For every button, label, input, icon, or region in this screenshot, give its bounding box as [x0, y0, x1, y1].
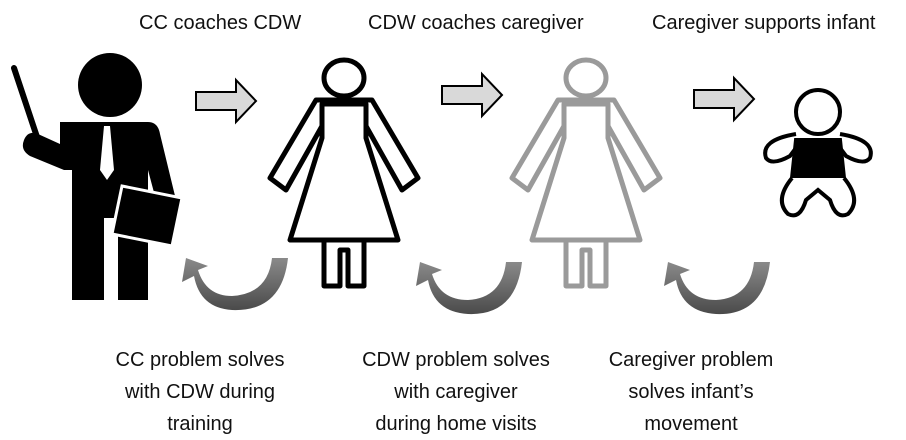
woman-outline-icon	[267, 57, 421, 289]
curved-return-arrow-icon	[182, 258, 288, 311]
feedback-line: with caregiver	[394, 381, 518, 403]
curved-return-arrow-icon	[416, 262, 522, 315]
step-label-cc-coaches-cdw: CC coaches CDW	[139, 12, 302, 34]
feedback-line: training	[167, 413, 233, 435]
feedback-line: CDW problem solves	[362, 349, 550, 371]
woman-outline-gray-icon	[509, 57, 663, 289]
feedback-line: during home visits	[375, 413, 537, 435]
step-label-caregiver-supports-infant: Caregiver supports infant	[652, 12, 876, 34]
right-arrow-icon	[441, 71, 504, 119]
feedback-line: with CDW during	[124, 381, 276, 403]
curved-return-arrow-icon	[664, 262, 770, 315]
feedback-line: CC problem solves	[115, 349, 285, 371]
feedback-line: movement	[644, 413, 738, 435]
right-arrow-icon	[195, 77, 258, 125]
right-arrow-icon	[693, 75, 756, 123]
feedback-label-cc: CC problem solves with CDW during traini…	[80, 344, 320, 440]
baby-icon	[763, 88, 873, 218]
feedback-label-cdw: CDW problem solves with caregiver during…	[336, 344, 576, 440]
feedback-label-caregiver: Caregiver problem solves infant’s moveme…	[571, 344, 811, 440]
step-label-cdw-coaches-caregiver: CDW coaches caregiver	[368, 12, 584, 34]
feedback-line: solves infant’s	[628, 381, 754, 403]
teacher-with-pointer-icon	[11, 53, 184, 300]
feedback-line: Caregiver problem	[608, 349, 774, 371]
